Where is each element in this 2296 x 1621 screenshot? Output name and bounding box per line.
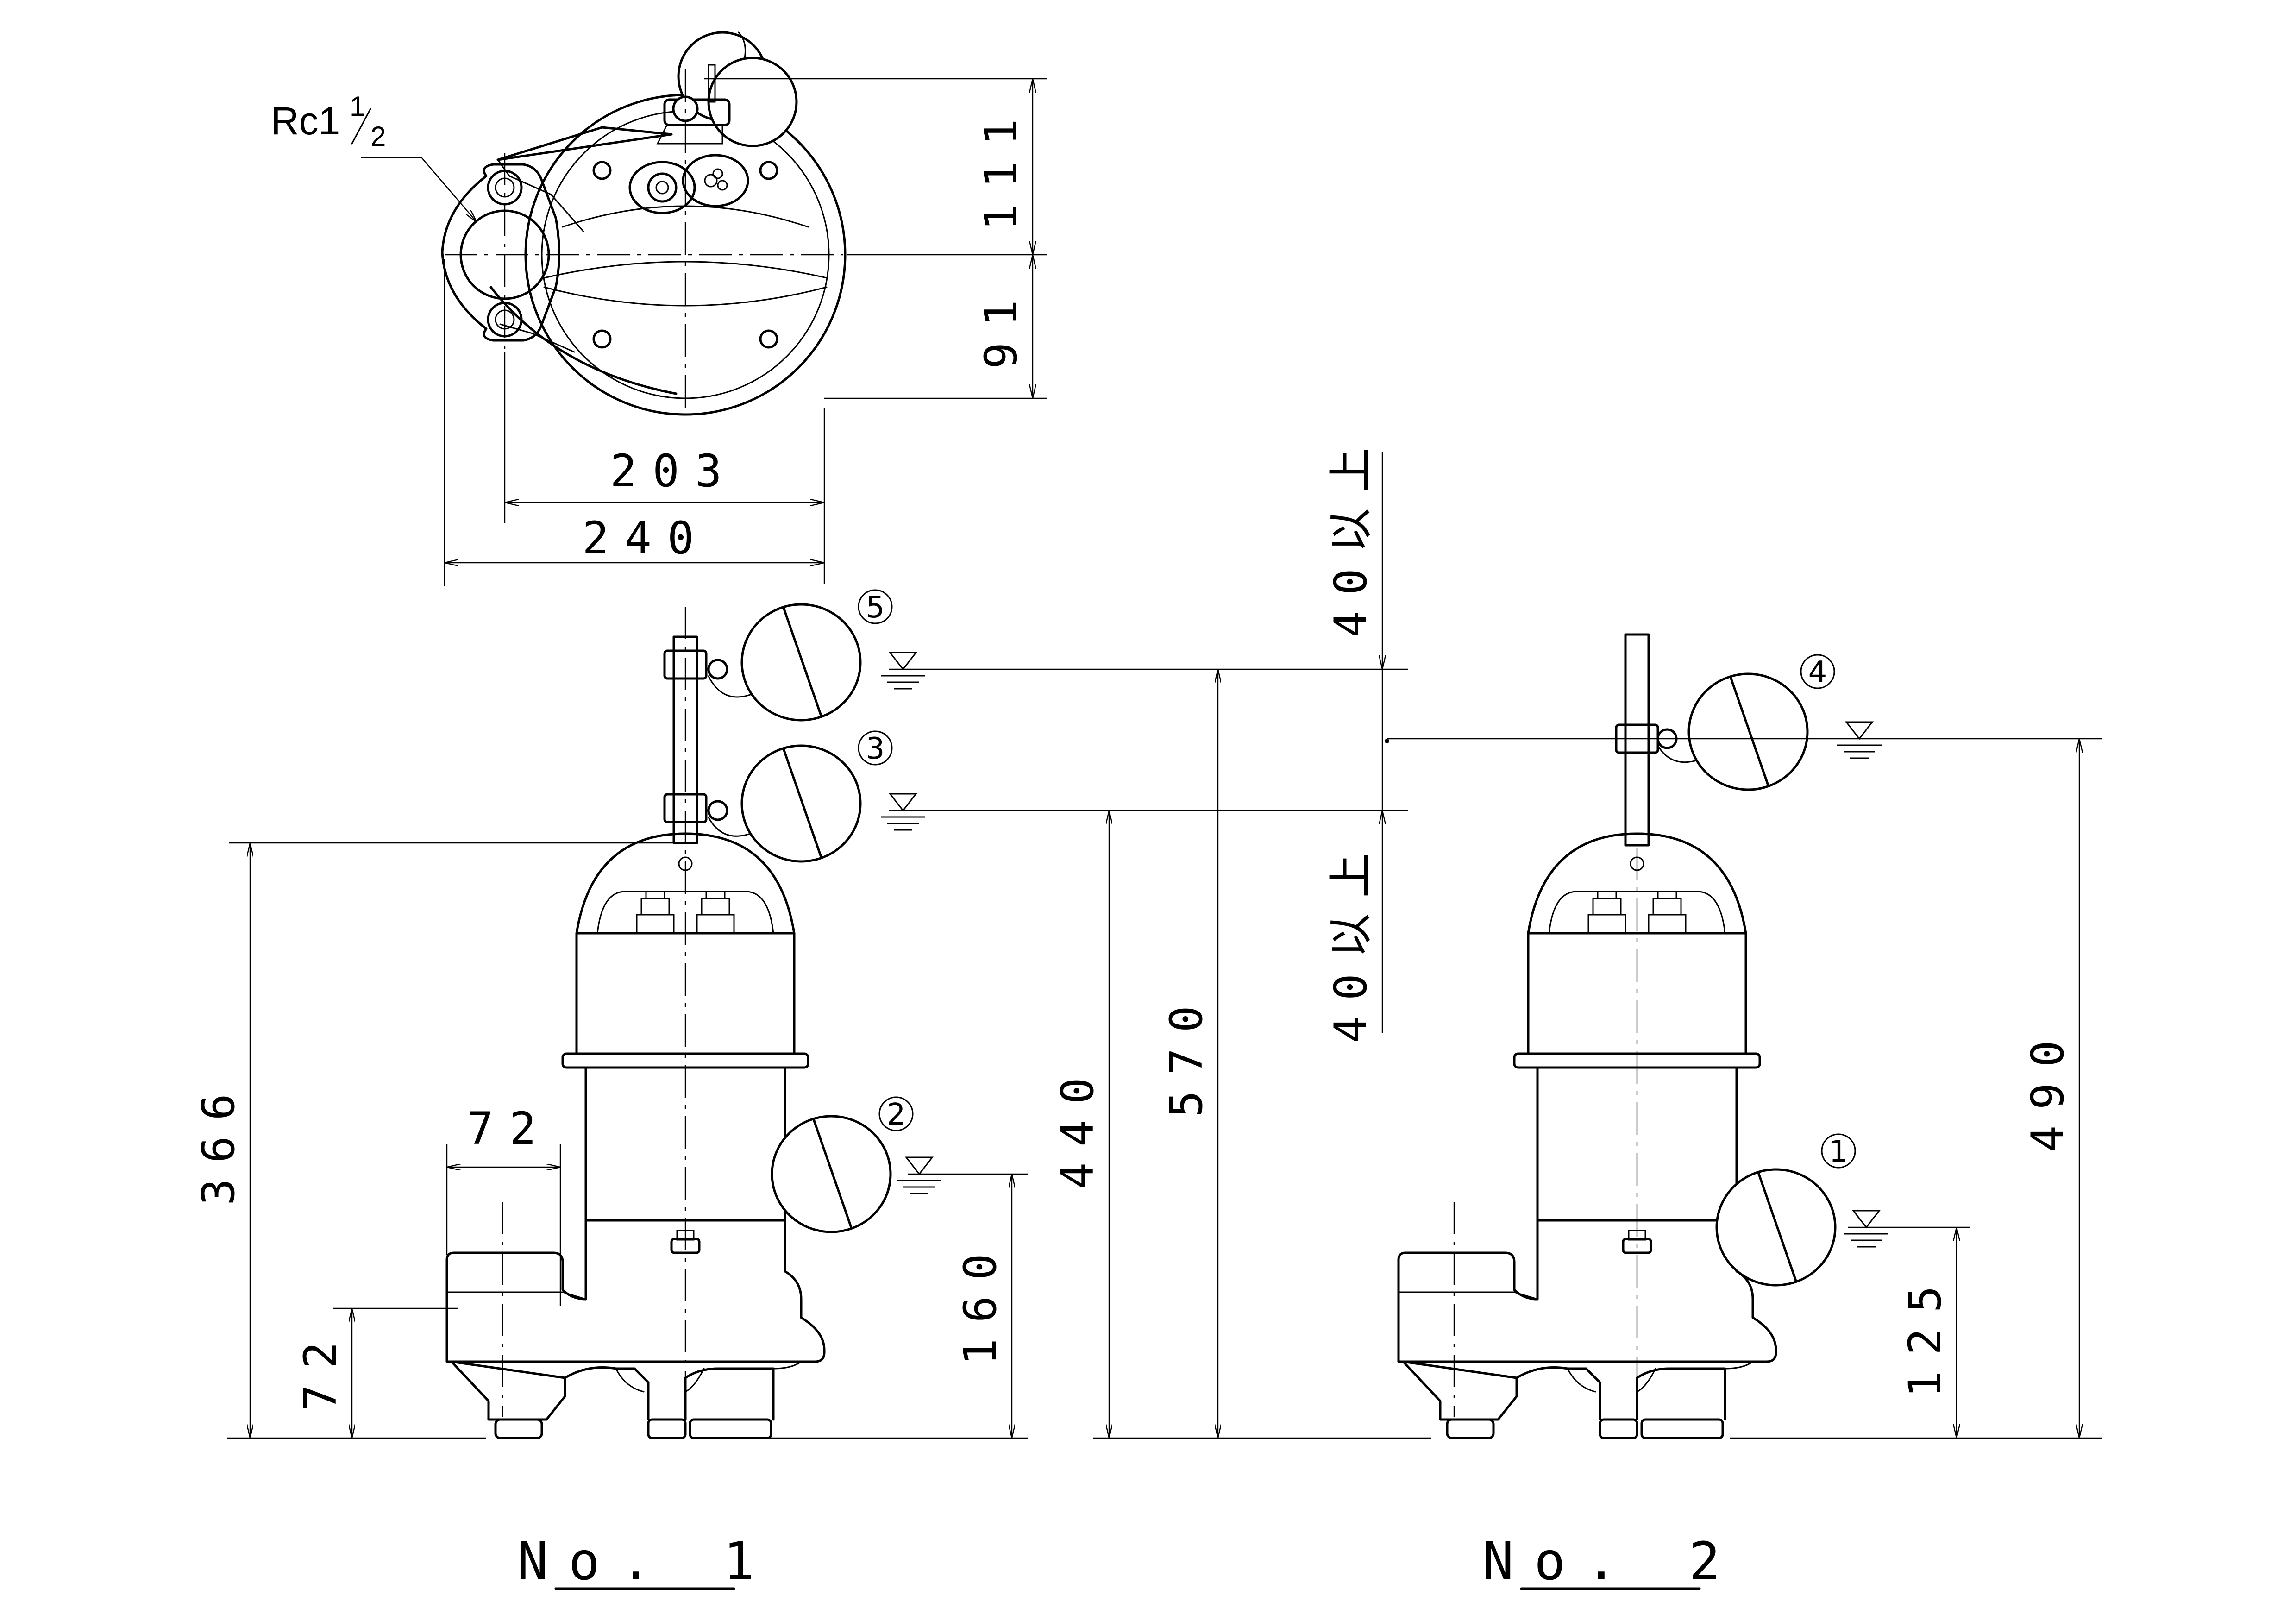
float-label-4: 4 <box>1808 655 1827 690</box>
dim-490: 490 <box>2022 1024 2074 1152</box>
port-fraction-num: 1 <box>350 91 365 122</box>
title-no1: No. 1 <box>517 1532 775 1592</box>
dim-570: 570 <box>1161 990 1212 1117</box>
pump-no1: 5 3 2 366 72 72 160 440 570 No. <box>193 589 1431 1592</box>
float-label-5: 5 <box>866 591 885 625</box>
dim-top-111: 111 <box>975 103 1027 230</box>
port-fraction-den: 2 <box>370 121 386 152</box>
dim-outlet-height-72: 72 <box>295 1326 346 1411</box>
float-label-3: 3 <box>866 732 885 766</box>
dim-160: 160 <box>954 1238 1006 1365</box>
dim-440: 440 <box>1052 1062 1104 1189</box>
float-label-1: 1 <box>1829 1135 1848 1169</box>
outlet-flange <box>441 163 560 342</box>
title-no2: No. 2 <box>1482 1532 1740 1592</box>
float-label-2: 2 <box>887 1098 906 1132</box>
dim-outlet-width-72: 72 <box>467 1103 552 1155</box>
top-view: Rc1 1 2 111 91 203 240 <box>271 31 1047 586</box>
pump-no2: 4 1 490 125 No. 2 <box>1387 633 2102 1592</box>
dim-125: 125 <box>1899 1270 1951 1397</box>
port-size-label: Rc1 <box>271 99 340 143</box>
clearance-below: 40以上 <box>1325 837 1377 1043</box>
clearance-dims: 40以上 40以上 <box>1325 432 1389 1043</box>
dim-width-203: 203 <box>610 445 737 497</box>
clearance-above: 40以上 <box>1325 432 1377 638</box>
dim-366: 366 <box>193 1078 245 1205</box>
dim-top-91: 91 <box>975 284 1027 369</box>
dim-width-240: 240 <box>582 512 709 564</box>
